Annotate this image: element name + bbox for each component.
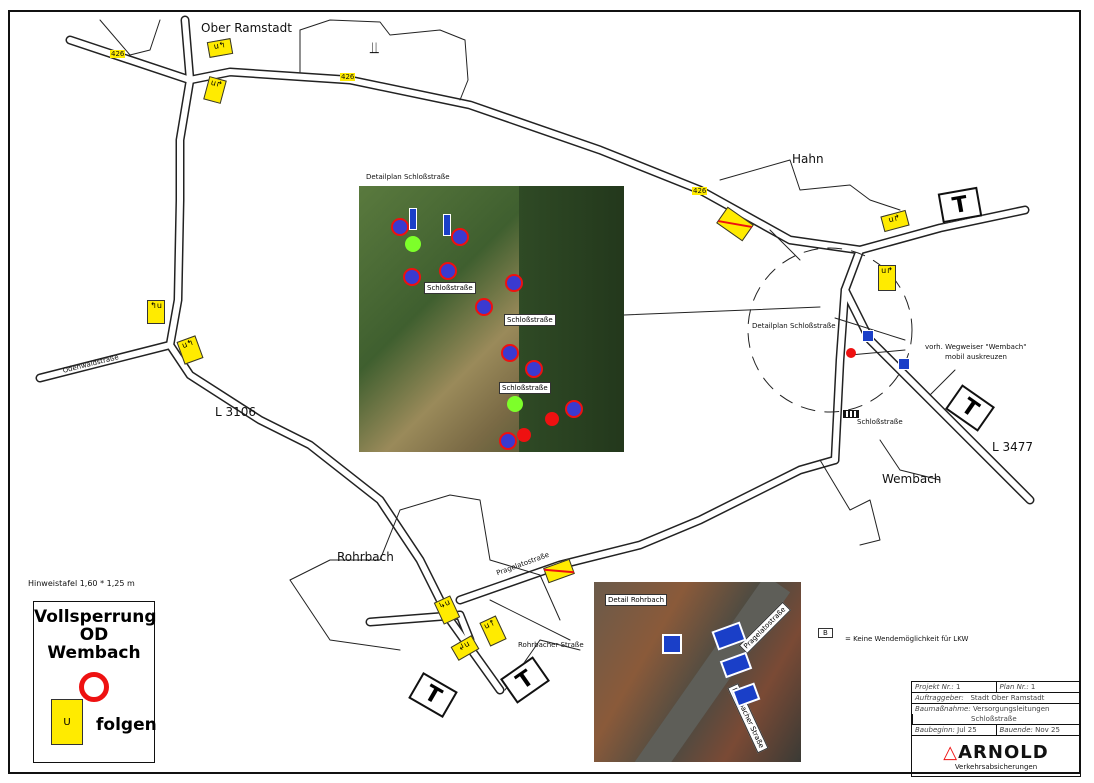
no-entry-sign [545, 412, 559, 426]
place-rohrbach: Rohrbach [337, 550, 394, 564]
no-parking-sign [505, 274, 523, 292]
board-title-2: OD Wembach [47, 625, 141, 663]
road-l3477 [840, 245, 1035, 505]
road-number-badge: 426 [692, 187, 708, 195]
wegweiser-note-2: mobil auskreuzen [945, 353, 1007, 361]
no-parking-sign [451, 228, 469, 246]
place-wembach: Wembach [882, 472, 942, 486]
no-parking-sign [391, 218, 409, 236]
place-hahn: Hahn [792, 152, 824, 166]
photo-street-label: Schloßstraße [424, 282, 476, 294]
factory-icon: ⫫ [370, 38, 379, 57]
bus-stop-sign [405, 236, 421, 252]
photo-title-rohrbach: Detail Rohrbach [605, 594, 668, 606]
plan-frame [8, 10, 1081, 774]
hinweistafel-board: Vollsperrung OD Wembach U folgen [33, 601, 157, 763]
baubeginn-label: Baubeginn: [915, 726, 955, 734]
no-parking-sign [525, 360, 543, 378]
bus-stop-sign [507, 396, 523, 412]
road-label-l3477: L 3477 [992, 440, 1034, 454]
company-name: ARNOLD [958, 741, 1049, 763]
detour-sign: ↰u [147, 300, 165, 324]
no-parking-sign [499, 432, 517, 450]
board-follow-text: folgen [96, 715, 157, 735]
village-outlines [99, 19, 941, 691]
one-way-sign [409, 208, 417, 230]
baumassnahme-value: Versorgungsleitungen [972, 705, 1050, 713]
board-title-1: Vollsperrung [34, 607, 157, 627]
company-logo: △ARNOLD Verkehrsabsicherungen [912, 736, 1080, 776]
no-parking-sign [403, 268, 421, 286]
hinweistafel-size: Hinweistafel 1,60 * 1,25 m [28, 579, 135, 588]
road-label-l3106: L 3106 [215, 405, 257, 419]
mandatory-sign [898, 358, 910, 370]
detail-photo-rohrbach: Detail Rohrbach Pragelatostraße Rohrbach… [594, 582, 801, 762]
photo-street-label: Schloßstraße [504, 314, 556, 326]
legend-keine-wende: = Keine Wendemöglichkeit für LKW [845, 635, 969, 643]
no-parking-sign [475, 298, 493, 316]
auftraggeber-value: Stadt Ober Ramstadt [970, 694, 1045, 702]
no-parking-sign [439, 262, 457, 280]
baumassnahme-value-2: Schloßstraße [912, 714, 1080, 724]
projekt-label: Projekt Nr.: [915, 683, 954, 691]
barrier-icon [843, 410, 859, 418]
road-label-schlossstrasse: Schloßstraße [857, 418, 903, 426]
one-way-sign [443, 214, 451, 236]
company-sub: Verkehrsabsicherungen [954, 762, 1038, 771]
detail-photo-schlossstrasse: Schloßstraße Schloßstraße Schloßstraße [359, 186, 624, 452]
detour-sign: u↱ [878, 265, 896, 291]
no-parking-sign [565, 400, 583, 418]
projekt-value: 1 [955, 683, 961, 691]
legend-key-b: B [818, 628, 833, 638]
no-parking-sign [501, 344, 519, 362]
warning-triangle-icon: △ [943, 741, 959, 763]
plan-label: Plan Nr.: [999, 683, 1029, 691]
no-entry-sign [846, 348, 856, 358]
bauende-value: Nov 25 [1035, 726, 1060, 734]
bauende-label: Bauende: [999, 726, 1033, 734]
wegweiser-note-1: vorh. Wegweiser "Wembach" [925, 343, 1027, 351]
road-number-badge: 426 [110, 50, 126, 58]
photo-street-label: Schloßstraße [499, 382, 551, 394]
dead-end-sign [662, 634, 682, 654]
place-ober-ramstadt: Ober Ramstadt [201, 21, 292, 35]
auftraggeber-label: Auftraggeber: [915, 694, 964, 702]
detour-u-sign: U [51, 699, 83, 745]
no-entry-sign [517, 428, 531, 442]
work-area-circle [747, 247, 913, 413]
photo-title-schloss: Detailplan Schloßstraße [366, 173, 450, 181]
road-label-rohrbacher-strasse: Rohrbacher Straße [518, 641, 584, 649]
closure-ring-icon [79, 672, 109, 702]
mandatory-sign [862, 330, 874, 342]
road-number-badge: 426 [340, 73, 356, 81]
road-ring-west [35, 75, 195, 383]
baubeginn-value: Jul 25 [957, 726, 977, 734]
baumassnahme-label: Baumaßnahme: [915, 705, 971, 713]
detailplan-label: Detailplan Schloßstraße [752, 322, 836, 330]
plan-value: 1 [1030, 683, 1036, 691]
